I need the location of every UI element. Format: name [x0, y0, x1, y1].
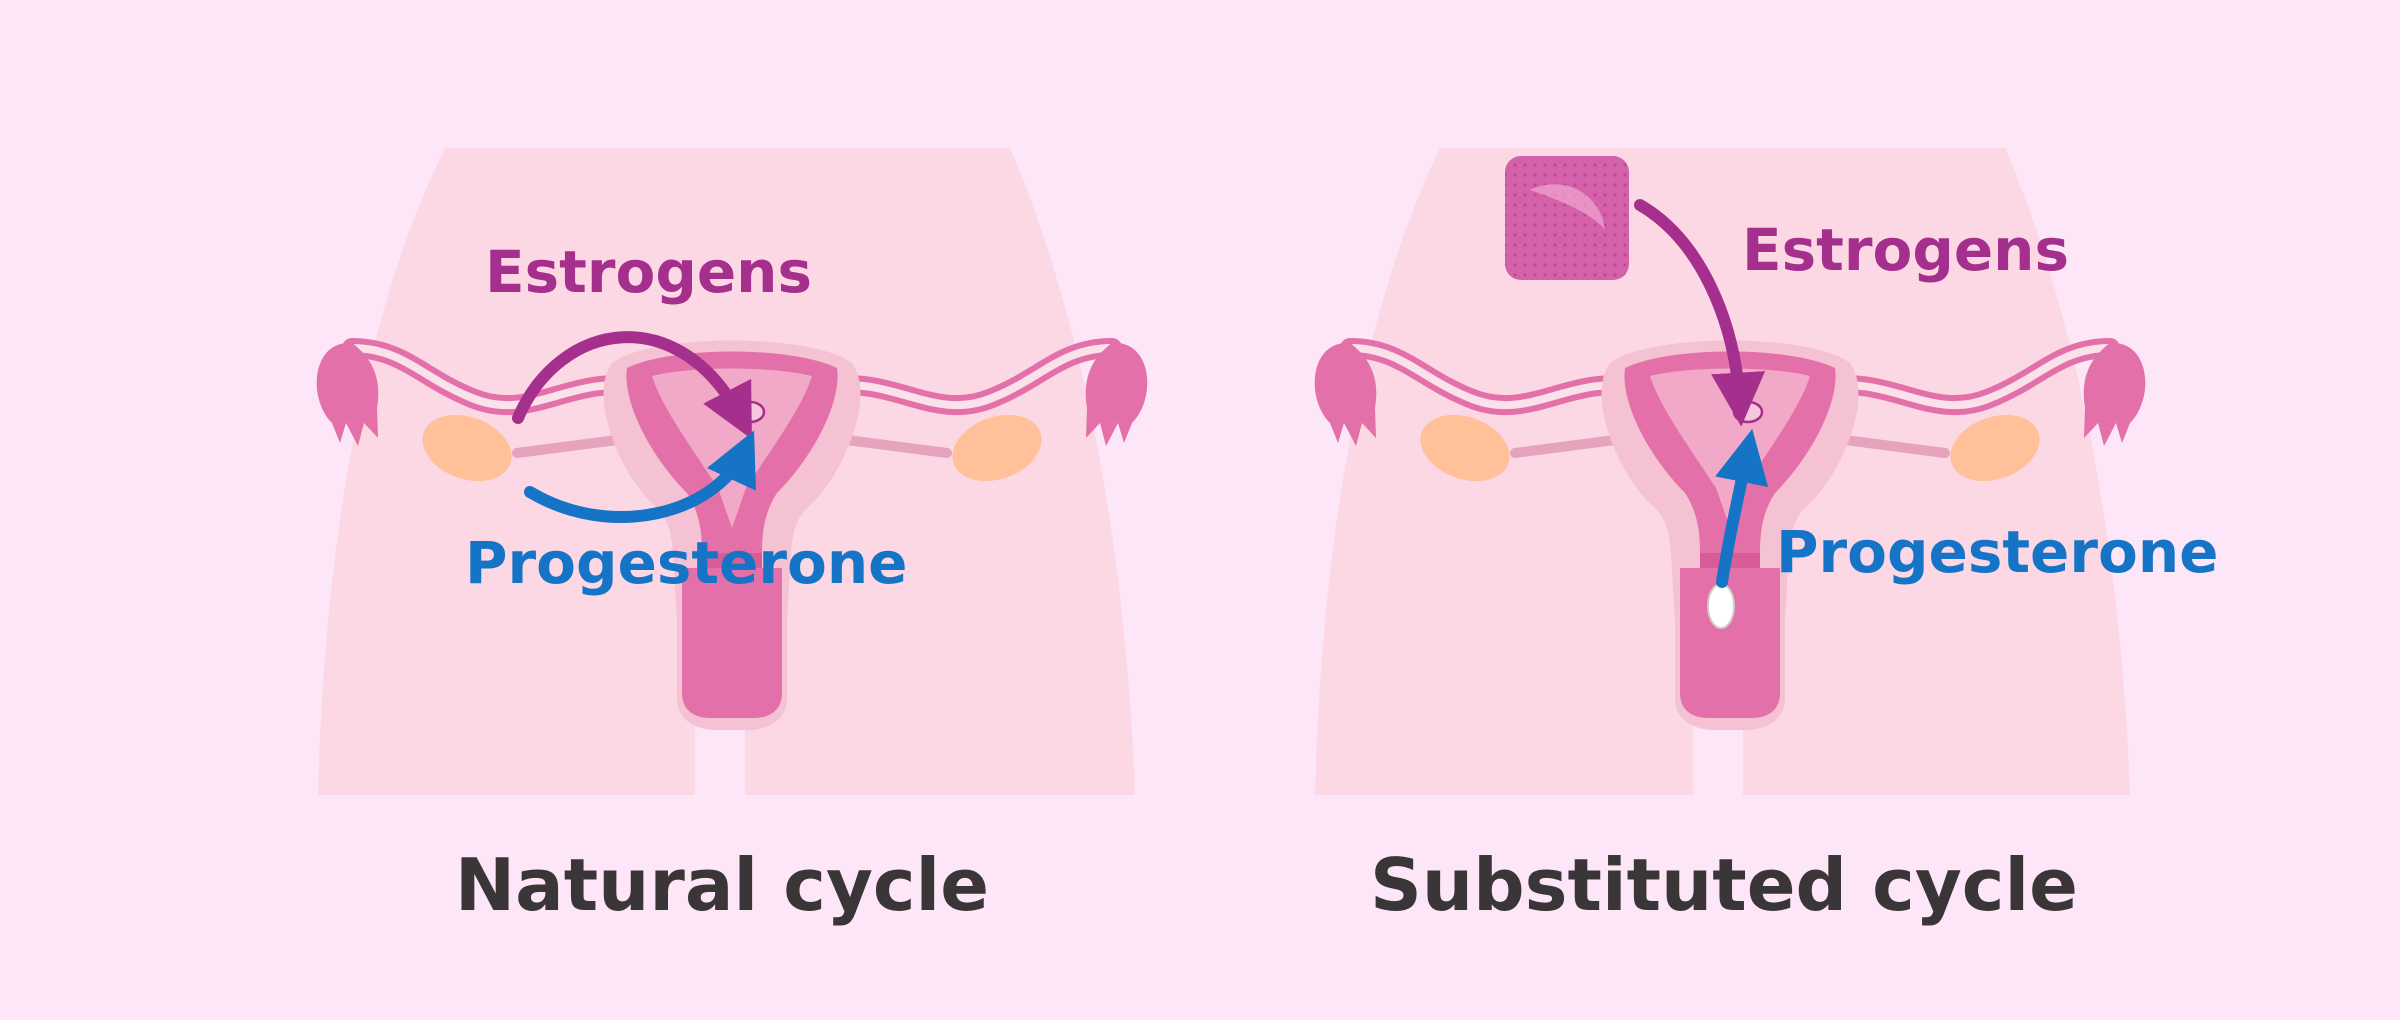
estrogen-patch-icon	[1505, 156, 1629, 280]
panel-substituted-cycle: Estrogens Progesterone Substituted cycle	[1315, 148, 2218, 927]
progesterone-label: Progesterone	[465, 529, 907, 597]
progesterone-arrow	[524, 430, 756, 523]
estrogen-label: Estrogens	[485, 238, 812, 306]
panel-caption: Substituted cycle	[1370, 843, 2078, 927]
vaginal-pessary-icon	[1707, 583, 1735, 629]
progesterone-label: Progesterone	[1776, 518, 2218, 586]
panel-natural-cycle: Estrogens Progesterone Natural cycle	[317, 148, 1148, 927]
estrogen-arrow	[512, 331, 752, 440]
estrogen-label: Estrogens	[1742, 216, 2069, 284]
estrogen-arrow	[1634, 199, 1766, 427]
progesterone-arrow	[1715, 428, 1769, 588]
panel-caption: Natural cycle	[455, 843, 989, 927]
